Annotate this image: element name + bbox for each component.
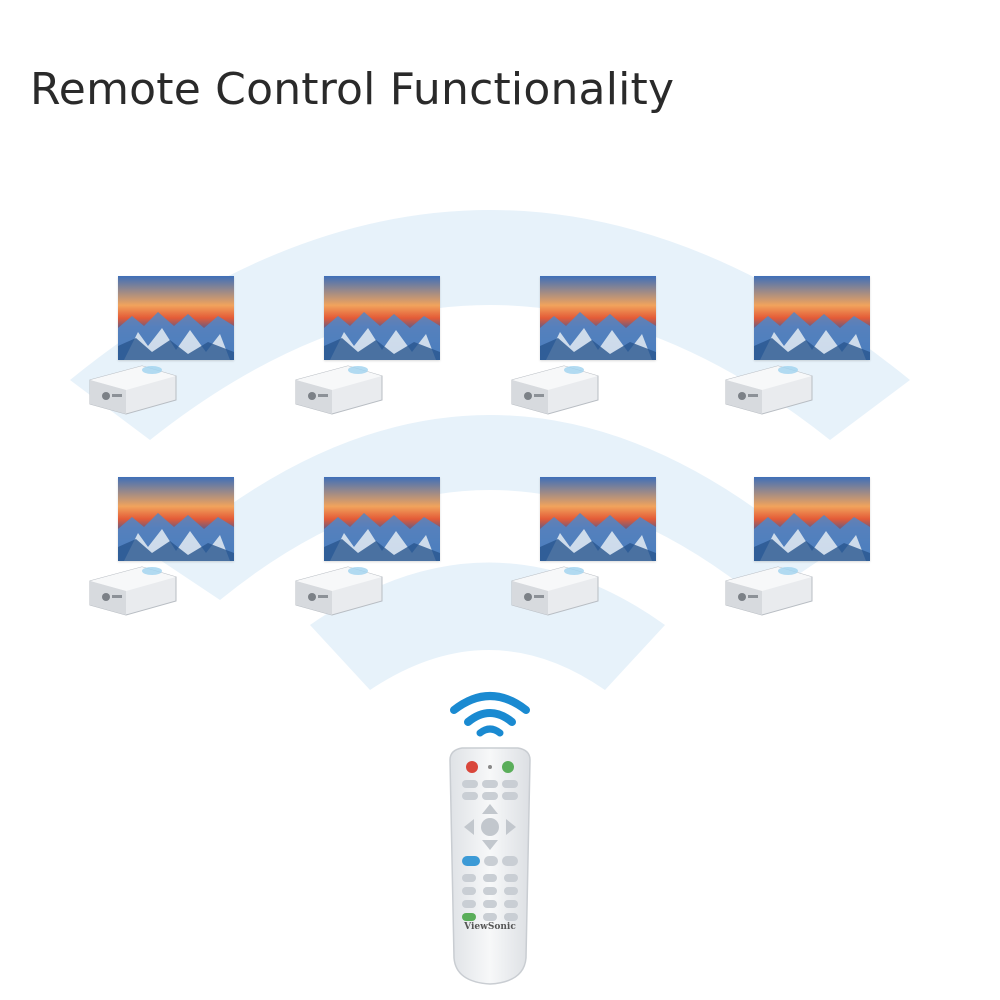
projector-unit (511, 477, 660, 637)
projector-icon (86, 356, 178, 416)
outer-signal-arc (70, 210, 910, 440)
middle-signal-arc (160, 415, 820, 600)
power-on-button (502, 761, 514, 773)
wifi-signal-icon (450, 692, 530, 737)
projector-icon (292, 557, 384, 617)
projector-unit (295, 276, 444, 436)
projector-icon (508, 557, 600, 617)
projection-screen-icon (540, 276, 656, 360)
projector-unit (725, 477, 874, 637)
projector-unit (89, 276, 238, 436)
projector-unit (295, 477, 444, 637)
projection-screen-icon (754, 477, 870, 561)
projection-screen-icon (324, 276, 440, 360)
brand-logo: ViewSonic (464, 922, 516, 932)
projection-screen-icon (324, 477, 440, 561)
projection-screen-icon (118, 276, 234, 360)
projection-screen-icon (754, 276, 870, 360)
remote-body (449, 747, 531, 985)
projector-icon (86, 557, 178, 617)
projector-unit (89, 477, 238, 637)
projector-unit (511, 276, 660, 436)
projector-unit (725, 276, 874, 436)
power-off-button (466, 761, 478, 773)
projector-icon (292, 356, 384, 416)
projection-screen-icon (118, 477, 234, 561)
projection-screen-icon (540, 477, 656, 561)
page-title: Remote Control Functionality (30, 64, 675, 115)
input-button (462, 856, 480, 866)
direction-pad (464, 804, 516, 850)
projector-icon (722, 557, 814, 617)
remote-control-icon: ViewSonic (440, 690, 540, 990)
projector-icon (508, 356, 600, 416)
projector-icon (722, 356, 814, 416)
